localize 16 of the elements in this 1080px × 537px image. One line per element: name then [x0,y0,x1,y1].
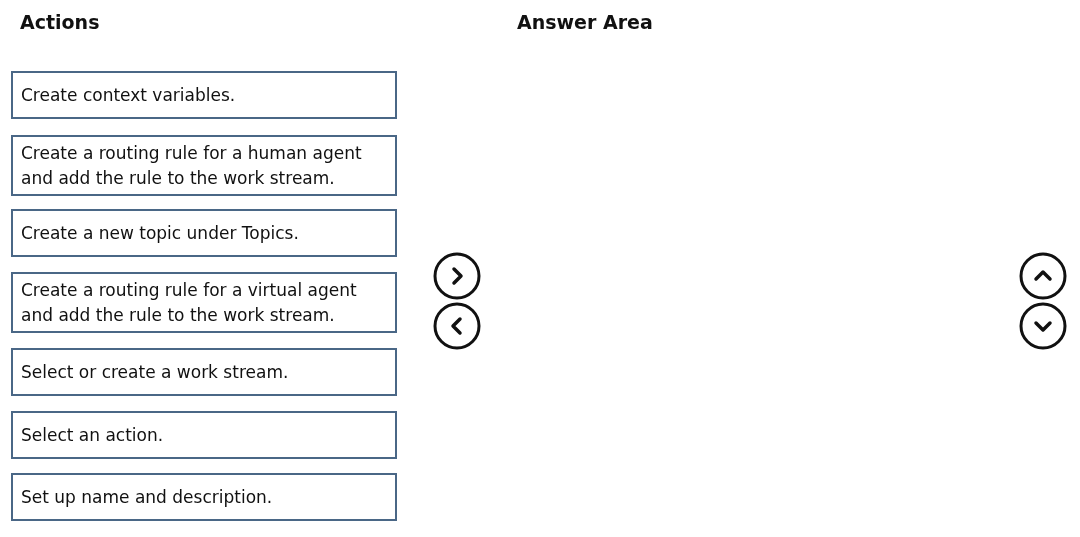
action-box [11,71,397,119]
action-text: Create a routing rule for a human agent and add the rule to the work stream. [21,141,363,190]
action-text: Set up name and description. [21,485,273,509]
section-heading: Actions [20,11,100,33]
action-box [11,209,397,257]
action-text: Select or create a work stream. [21,360,289,384]
action-text: Create a routing rule for a virtual agent and add the rule to the work stream. [21,278,358,327]
section-heading: Answer Area [517,11,653,33]
action-box [11,135,397,196]
action-box [11,473,397,521]
action-text: Create context variables. [21,83,236,107]
action-text: Create a new topic under Topics. [21,221,299,245]
action-box [11,348,397,396]
action-box [11,411,397,459]
action-text: Select an action. [21,423,164,447]
action-box [11,272,397,333]
